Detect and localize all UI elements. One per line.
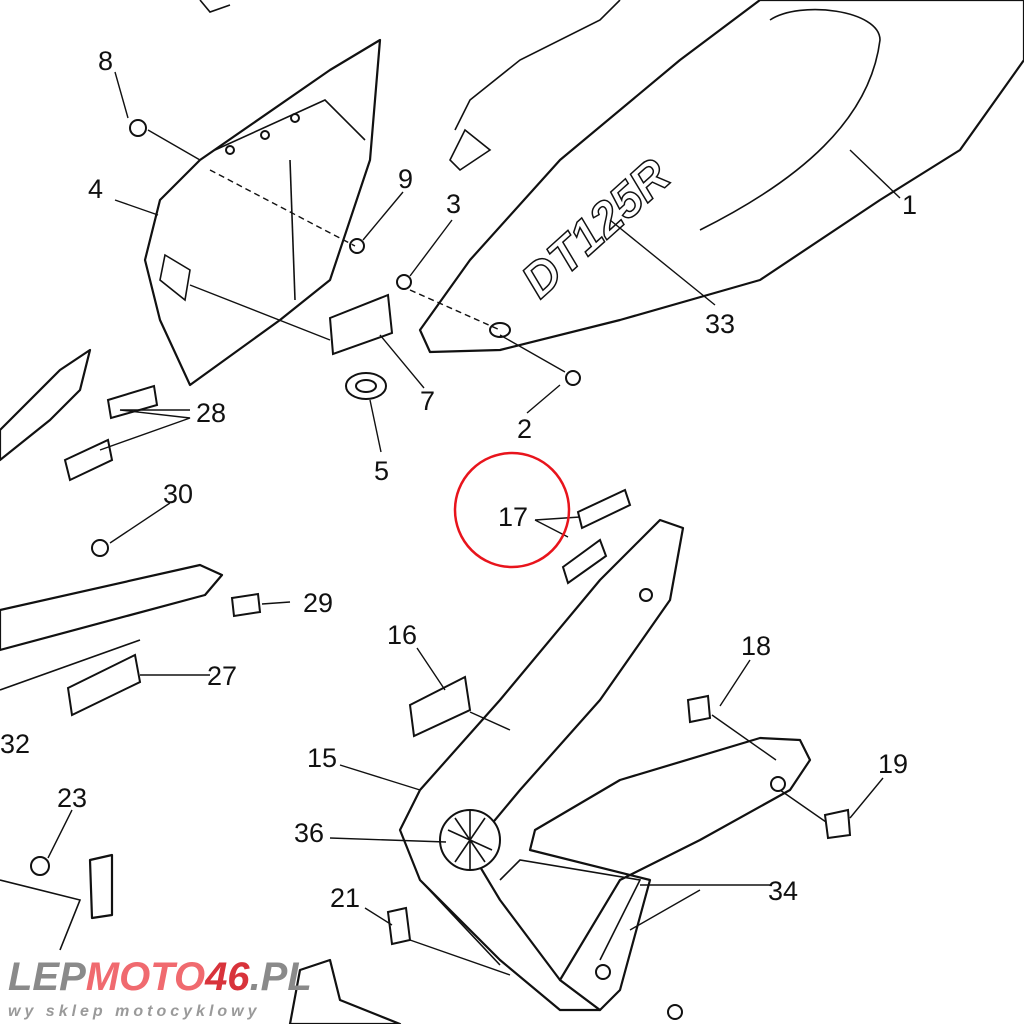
- pad-part-18[interactable]: [686, 694, 712, 724]
- watermark: LEPMOTO46.PL wy sklep motocyklowy: [8, 955, 312, 1020]
- pad-part-29[interactable]: [230, 592, 262, 618]
- pad-part-17a[interactable]: [576, 488, 632, 530]
- bolt-part-23[interactable]: [30, 856, 50, 876]
- callout-16: 16: [387, 620, 417, 650]
- callout-1: 1: [902, 190, 917, 220]
- screw-part-19[interactable]: [823, 808, 852, 840]
- panel-left-fragment: [0, 348, 92, 462]
- nut-part-30[interactable]: [91, 539, 109, 557]
- callout-23: 23: [57, 783, 87, 813]
- bracket-bottom: [288, 958, 402, 1024]
- washer-part-3[interactable]: [396, 274, 412, 290]
- callout-8: 8: [98, 46, 113, 76]
- side-cover-part-1[interactable]: [418, 0, 1024, 354]
- callout-36: 36: [294, 818, 324, 848]
- callout-34: 34: [768, 876, 798, 906]
- pad-part-16[interactable]: [408, 675, 472, 738]
- rail-part-32: [0, 563, 224, 652]
- pad-part-7[interactable]: [328, 293, 394, 356]
- cover-part-34[interactable]: [528, 736, 812, 1012]
- nut-part-21[interactable]: [386, 906, 412, 946]
- callout-4: 4: [88, 174, 103, 204]
- callout-9: 9: [398, 164, 413, 194]
- bolt-part-8[interactable]: [129, 119, 147, 137]
- callout-28: 28: [196, 398, 226, 428]
- callout-15: 15: [307, 743, 337, 773]
- callout-19: 19: [878, 749, 908, 779]
- callout-27: 27: [207, 661, 237, 691]
- callout-3: 3: [446, 189, 461, 219]
- grommet: [489, 322, 511, 338]
- highlight-circle: [453, 451, 571, 569]
- callout-29: 29: [303, 588, 333, 618]
- bracket-fragment: [88, 853, 114, 920]
- pad-part-27[interactable]: [66, 653, 142, 717]
- pad-part-28b[interactable]: [63, 438, 114, 482]
- callout-21: 21: [330, 883, 360, 913]
- callout-5: 5: [374, 456, 389, 486]
- pad-part-17b[interactable]: [561, 538, 608, 585]
- watermark-tagline: wy sklep motocyklowy: [8, 1003, 261, 1020]
- nut-part-9[interactable]: [349, 238, 365, 254]
- watermark-logo: LEPMOTO46.PL: [8, 955, 312, 999]
- callout-7: 7: [420, 386, 435, 416]
- callout-18: 18: [741, 631, 771, 661]
- callout-32: 32: [0, 729, 30, 759]
- callout-33: 33: [705, 309, 735, 339]
- screw-part-2[interactable]: [565, 370, 581, 386]
- callout-2: 2: [517, 414, 532, 444]
- callout-17: 17: [498, 502, 528, 532]
- callout-30: 30: [163, 479, 193, 509]
